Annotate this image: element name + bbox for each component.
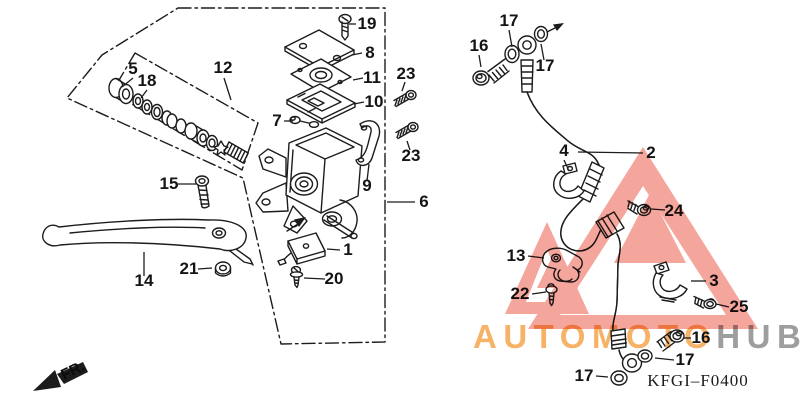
callout-7: 7: [272, 111, 281, 130]
part-washer-17-top-left: [504, 44, 520, 64]
watermark-triangle-small-core-icon: [537, 259, 565, 288]
part-joint-7: [289, 115, 320, 128]
part-washer-17-bottom-left: [610, 370, 628, 386]
part-banjo-bolt-16-top: [472, 58, 510, 86]
callout-17-bottom-right: 17: [676, 350, 695, 369]
part-brake-switch-1: [277, 232, 326, 266]
part-brake-lever-14: [42, 218, 254, 266]
part-hose-top-eye: [517, 35, 537, 93]
part-cap-plate-11: [290, 58, 352, 93]
callout-14: 14: [135, 271, 154, 290]
callout-17-bottom-left: 17: [575, 366, 594, 385]
part-master-cylinder-body: [255, 127, 363, 240]
callout-23-bottom: 23: [402, 146, 421, 165]
callout-10: 10: [365, 92, 384, 111]
part-nut-21: [214, 261, 232, 277]
callout-2: 2: [646, 143, 655, 162]
callout-4: 4: [559, 141, 569, 160]
callout-17-top-left: 17: [500, 11, 519, 30]
fr-direction-arrow: [33, 362, 88, 391]
callout-16-bottom: 16: [692, 328, 711, 347]
outer-assembly-boundary: [66, 7, 386, 345]
callout-18: 18: [138, 71, 157, 90]
callout-21: 21: [180, 259, 199, 278]
part-hose-clamp-3: [652, 261, 688, 303]
part-cap-screw-19: [338, 13, 352, 41]
callout-1: 1: [343, 240, 352, 259]
callout-20: 20: [325, 269, 344, 288]
callout-8: 8: [365, 43, 374, 62]
callout-5: 5: [128, 59, 137, 78]
part-bolt-25: [693, 295, 717, 310]
callout-12: 12: [214, 58, 233, 77]
callout-17-top-right: 17: [536, 56, 555, 75]
part-hose-clamp-4: [553, 162, 585, 199]
callout-13: 13: [507, 246, 526, 265]
assembly-direction-arrow: [286, 217, 306, 232]
hose-routing-arrow: [546, 23, 564, 33]
callout-11: 11: [363, 68, 381, 87]
callout-6: 6: [419, 192, 428, 211]
part-clamp-9: [355, 120, 381, 167]
watermark-triangle-small-icon: [505, 222, 589, 314]
part-washer-17-top-right: [533, 25, 549, 43]
part-screw-20: [289, 265, 304, 289]
callout-23-top: 23: [397, 64, 416, 83]
part-washer-17-bottom-right: [637, 349, 653, 363]
watermark-triangle-large-core-icon: [614, 193, 686, 263]
part-pivot-bolt-15: [194, 175, 210, 209]
part-banjo-bolt-16-bottom: [656, 329, 685, 352]
part-piston-kit: [108, 77, 249, 164]
callout-19: 19: [358, 14, 377, 33]
diagram-code: KFGI–F0400: [647, 371, 749, 390]
callout-16-top: 16: [470, 36, 489, 55]
callout-15: 15: [160, 174, 179, 193]
part-screw-23-bottom: [395, 121, 419, 140]
watermark-logo: [505, 147, 758, 329]
part-screw-23-top: [393, 89, 417, 108]
callout-9: 9: [362, 176, 371, 195]
spring: [223, 141, 249, 164]
